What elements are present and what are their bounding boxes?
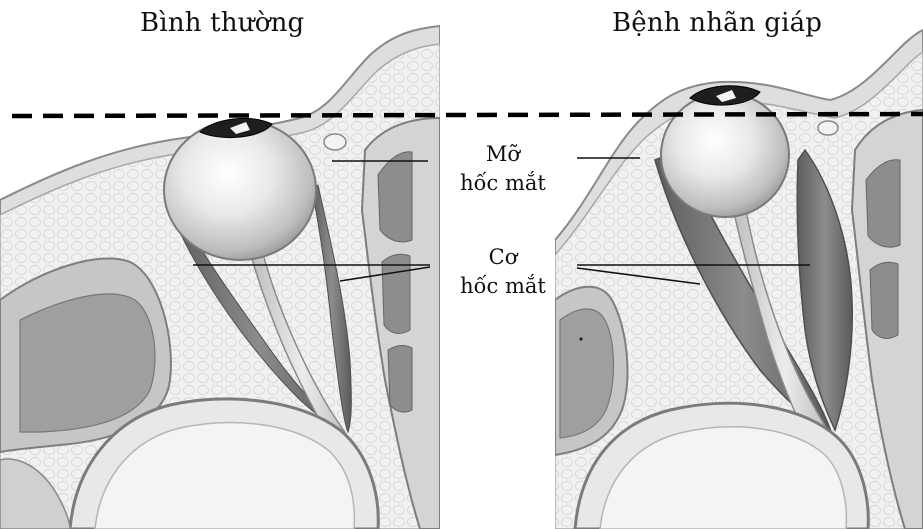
disease-orbit-panel [555, 30, 923, 529]
label-fat-line1: Mỡ [443, 140, 563, 169]
title-disease: Bệnh nhãn giáp [612, 8, 822, 38]
eyeball-disease [661, 93, 789, 217]
label-orbital-muscle: Cơ hốc mắt [443, 243, 563, 301]
label-fat-line2: hốc mắt [443, 169, 563, 198]
normal-orbit-panel [0, 26, 440, 529]
eyeball-normal [164, 120, 316, 260]
label-muscle-line2: hốc mắt [443, 272, 563, 301]
title-normal: Bình thường [140, 8, 304, 38]
label-orbital-fat: Mỡ hốc mắt [443, 140, 563, 198]
label-muscle-line1: Cơ [443, 243, 563, 272]
